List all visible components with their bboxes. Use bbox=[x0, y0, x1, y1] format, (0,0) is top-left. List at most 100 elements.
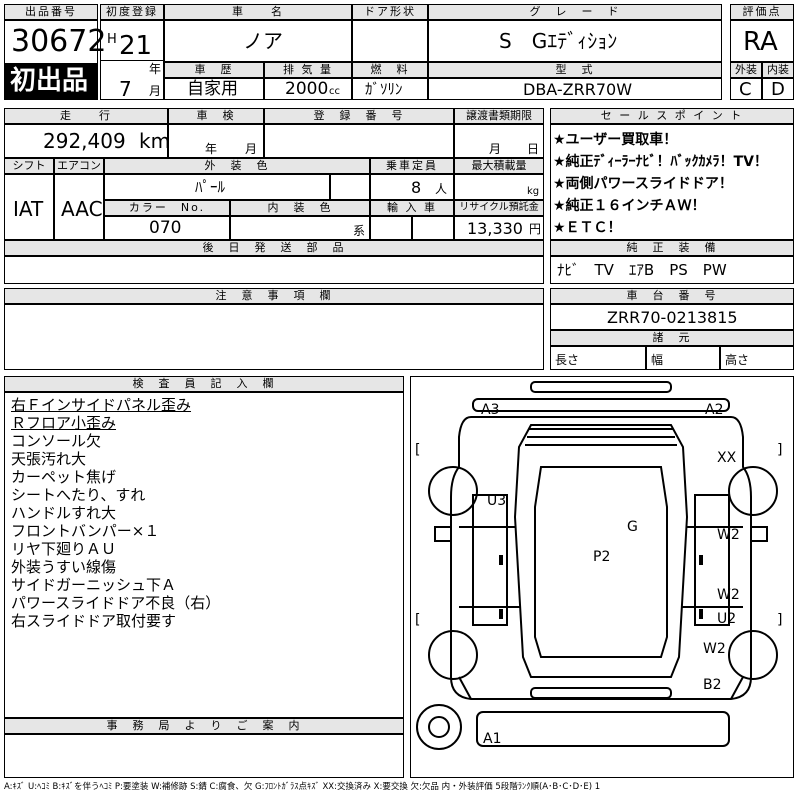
inspector-note: ハンドルすれ大 bbox=[11, 504, 117, 522]
color-cell: ﾊﾟｰﾙ bbox=[104, 174, 330, 200]
caution-cell bbox=[4, 304, 544, 370]
reg-number-label: 登 録 番 号 bbox=[264, 108, 454, 124]
exterior-cell: C bbox=[730, 78, 762, 100]
inspection-label: 車 検 bbox=[168, 108, 264, 124]
mileage-unit: km bbox=[139, 129, 171, 153]
color-extra-cell bbox=[330, 174, 370, 200]
later-parts-label: 後 日 発 送 部 品 bbox=[4, 240, 544, 256]
inspector-label: 検 査 員 記 入 欄 bbox=[4, 376, 404, 392]
inspection-month-unit: 月 bbox=[245, 142, 258, 156]
rating-cell: RA bbox=[730, 20, 794, 62]
inspector-cell: 右Ｆインサイドパネル歪み Ｒフロア小歪み コンソール欠 天張汚れ大 カーペット焦… bbox=[4, 392, 404, 718]
sales-point: ★両側パワースライドドア！ bbox=[553, 176, 733, 192]
first-listing-badge: 初出品 bbox=[4, 64, 98, 100]
interior-grade: D bbox=[771, 79, 785, 100]
sales-point: ★ユーザー買取車！ bbox=[553, 132, 678, 148]
sales-point: ★ＥＴＣ！ bbox=[553, 220, 622, 236]
color: ﾊﾟｰﾙ bbox=[195, 178, 226, 196]
equipment-label: 純 正 装 備 bbox=[550, 240, 794, 256]
inspection-cell: 年 月 bbox=[168, 124, 264, 158]
inspector-note: 右スライドドア取付要す bbox=[11, 612, 177, 630]
sales-point: ★純正ﾃﾞｨｰﾗｰﾅﾋﾞ！ﾊﾞｯｸｶﾒﾗ！TV！ bbox=[553, 154, 768, 170]
interior-label: 内装 bbox=[762, 62, 794, 78]
damage-mark-g: G bbox=[627, 519, 638, 535]
inspector-note: コンソール欠 bbox=[11, 432, 102, 450]
recycle-cell: 13,330 円 bbox=[454, 216, 544, 240]
history-cell: 自家用 bbox=[164, 78, 264, 100]
chassis-label: 車 台 番 号 bbox=[550, 288, 794, 304]
damage-mark-u2: U2 bbox=[717, 611, 737, 627]
inspector-note: パワースライドドア不良（右） bbox=[11, 594, 221, 612]
color-label: 外 装 色 bbox=[104, 158, 370, 174]
sales-point: ★純正１６インチＡＷ！ bbox=[553, 198, 706, 214]
equipment-cell: ﾅﾋﾞ TV ｴｱB PS PW bbox=[550, 256, 794, 284]
seats-label: 乗車定員 bbox=[370, 158, 454, 174]
interior-color-cell: 系 bbox=[230, 216, 370, 240]
damage-mark-b2: B2 bbox=[703, 677, 722, 693]
shift-label: シフト bbox=[4, 158, 54, 174]
inspection-year-unit: 年 bbox=[205, 142, 218, 156]
width-label: 幅 bbox=[651, 353, 664, 367]
color-number-cell: 070 bbox=[104, 216, 230, 240]
damage-mark-w2-mid: W2 bbox=[717, 587, 740, 603]
ac-cell: AAC bbox=[54, 174, 104, 240]
damage-mark-w2-rear: W2 bbox=[717, 527, 740, 543]
mileage-cell: 292,409 km bbox=[4, 124, 171, 158]
reg-year-unit: 年 bbox=[149, 62, 162, 76]
bracket-left-bottom: [ bbox=[415, 612, 421, 628]
model-label: 型 式 bbox=[428, 62, 722, 78]
interior-color-label: 内 装 色 bbox=[230, 200, 370, 216]
recycle-fee: 13,330 bbox=[467, 219, 523, 238]
damage-mark-p2: P2 bbox=[593, 549, 611, 565]
max-load-cell: kg bbox=[454, 174, 544, 200]
car-name: ノア bbox=[243, 29, 283, 53]
caution-label: 注 意 事 項 欄 bbox=[4, 288, 544, 304]
recycle-unit: 円 bbox=[529, 222, 542, 236]
model-cell: DBA-ZRR70W bbox=[428, 78, 722, 100]
sales-points-cell: ★ユーザー買取車！ ★純正ﾃﾞｨｰﾗｰﾅﾋﾞ！ﾊﾞｯｸｶﾒﾗ！TV！ ★両側パワ… bbox=[550, 124, 794, 240]
grade: S Gｴﾃﾞｨｼｮﾝ bbox=[499, 29, 618, 53]
first-listing-text: 初出品 bbox=[10, 66, 89, 96]
lot-number-label: 出品番号 bbox=[4, 4, 98, 20]
max-load-unit: kg bbox=[527, 186, 540, 197]
displacement-unit: cc bbox=[329, 86, 340, 97]
damage-mark-xx: XX bbox=[717, 450, 737, 466]
sales-points-label: セ ー ル ス ポ イ ン ト bbox=[550, 108, 794, 124]
height-label: 高さ bbox=[725, 353, 750, 367]
import-cell bbox=[370, 216, 412, 240]
shift-cell: IAT bbox=[4, 174, 54, 240]
inspector-note: 右Ｆインサイドパネル歪み bbox=[11, 396, 192, 414]
car-outline bbox=[416, 381, 778, 750]
height-cell: 高さ bbox=[720, 346, 794, 370]
car-name-label: 車 名 bbox=[164, 4, 352, 20]
mileage-label: 走 行 bbox=[4, 108, 168, 124]
seats-unit: 人 bbox=[435, 182, 448, 196]
recycle-label: リサイクル預託金 bbox=[454, 200, 544, 216]
seats: 8 bbox=[411, 178, 422, 197]
length-cell: 長さ bbox=[550, 346, 646, 370]
reg-number-cell bbox=[264, 124, 454, 158]
color-number-label: カラー No. bbox=[104, 200, 230, 216]
ac-label: エアコン bbox=[54, 158, 104, 174]
car-diagram: [ ] [ ] A3 A2 XX U3 G W2 P2 W2 U2 W2 B2 … bbox=[410, 376, 794, 778]
lot-number: 30672 bbox=[11, 24, 107, 59]
damage-mark-a2: A2 bbox=[705, 402, 724, 418]
door-cell bbox=[352, 20, 428, 62]
interior-color-unit: 系 bbox=[353, 224, 366, 238]
exterior-label: 外装 bbox=[730, 62, 762, 78]
max-load-label: 最大積載量 bbox=[454, 158, 544, 174]
rating-label: 評価点 bbox=[730, 4, 794, 20]
inspector-note: 外装うすい線傷 bbox=[11, 558, 117, 576]
equipment: ﾅﾋﾞ TV ｴｱB PS PW bbox=[557, 261, 727, 279]
exterior-grade: C bbox=[739, 79, 752, 100]
grade-cell: S Gｴﾃﾞｨｼｮﾝ bbox=[428, 20, 722, 62]
grade-label: グ レ ー ド bbox=[428, 4, 722, 20]
inspector-note: フロントバンパー×１ bbox=[11, 522, 160, 540]
import-label: 輸 入 車 bbox=[370, 200, 454, 216]
reg-month: 7 bbox=[119, 77, 132, 101]
damage-mark-w2-front: W2 bbox=[703, 641, 726, 657]
office-label: 事 務 局 よ り ご 案 内 bbox=[4, 718, 404, 734]
rating: RA bbox=[743, 27, 778, 57]
transfer-deadline-cell: 月 日 bbox=[454, 124, 544, 158]
lot-number-cell: 30672 bbox=[4, 20, 106, 64]
